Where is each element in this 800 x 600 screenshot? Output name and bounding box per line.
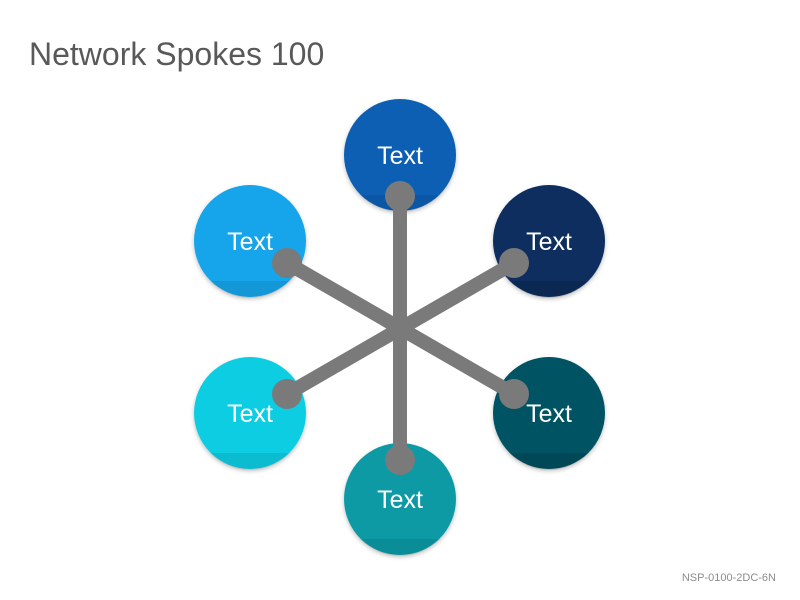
spoke-end-upper-left xyxy=(272,248,302,278)
spokes xyxy=(283,196,518,460)
spoke-end-lower-right xyxy=(499,379,529,409)
slide-code: NSP-0100-2DC-6N xyxy=(681,572,776,584)
node-lower-left: Text xyxy=(194,357,306,470)
node-top: Text xyxy=(344,99,456,212)
node-bottom-label: Text xyxy=(377,486,423,514)
node-bottom: Text xyxy=(344,443,456,556)
node-upper-left-label: Text xyxy=(227,228,273,256)
node-upper-right: Text xyxy=(493,185,605,298)
node-lower-right: Text xyxy=(493,357,605,470)
spoke-end-lower-left xyxy=(272,379,302,409)
spoke-end-upper-right xyxy=(499,248,529,278)
spoke-ends xyxy=(272,181,529,475)
node-upper-right-label: Text xyxy=(526,228,572,256)
node-lower-left-label: Text xyxy=(227,400,273,428)
node-lower-right-label: Text xyxy=(526,400,572,428)
spoke-end-top xyxy=(385,181,415,211)
spoke-diagonal-up xyxy=(283,256,518,401)
node-top-label: Text xyxy=(377,142,423,170)
slide-title: Network Spokes 100 xyxy=(29,36,325,72)
spoke-end-bottom xyxy=(385,445,415,475)
node-upper-left: Text xyxy=(194,185,306,298)
